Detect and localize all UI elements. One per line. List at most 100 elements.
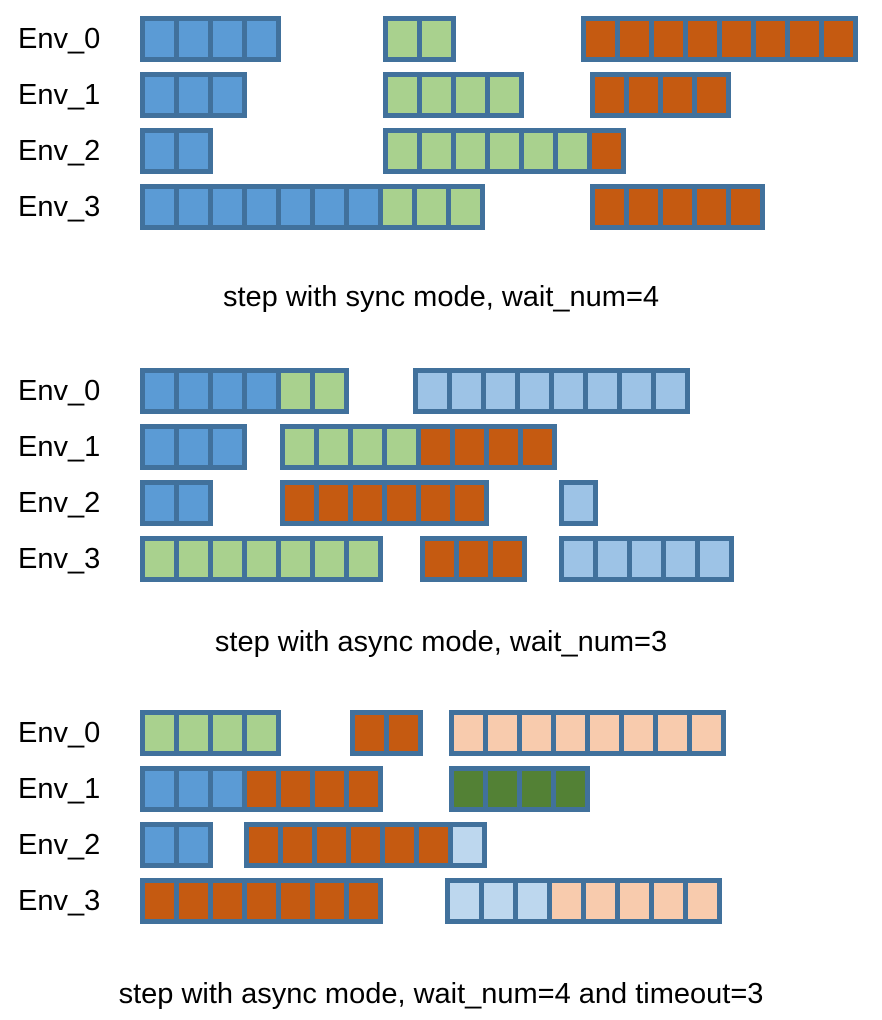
step-cell-dark_green	[454, 771, 483, 807]
step-cell-peach	[454, 715, 483, 751]
env-label: Env_2	[18, 829, 101, 861]
step-cell-light_blue	[588, 373, 617, 409]
step-cell-orange	[697, 77, 726, 113]
step-cell-orange	[249, 827, 278, 863]
step-cell-blue	[179, 771, 208, 807]
step-cell-blue	[179, 429, 208, 465]
step-cell-blue	[213, 373, 242, 409]
env-label: Env_1	[18, 79, 101, 111]
step-cell-orange	[387, 485, 416, 521]
step-cell-pale_blue	[484, 883, 513, 919]
step-cell-blue	[145, 827, 174, 863]
caption-async-wait-num-3: step with async mode, wait_num=3	[214, 626, 668, 658]
step-bar	[445, 878, 722, 924]
step-cell-orange	[663, 77, 692, 113]
step-cell-green	[524, 133, 553, 169]
step-cell-light_blue	[598, 541, 627, 577]
step-cell-peach	[556, 715, 585, 751]
step-cell-orange	[385, 827, 414, 863]
env-label: Env_2	[18, 487, 101, 519]
step-cell-orange	[629, 189, 658, 225]
step-cell-green	[285, 429, 314, 465]
step-cell-orange	[790, 21, 819, 57]
step-cell-blue	[145, 373, 174, 409]
step-cell-green	[213, 541, 242, 577]
step-cell-green	[281, 373, 310, 409]
step-cell-green	[247, 541, 276, 577]
step-bar	[140, 16, 281, 62]
step-cell-green	[417, 189, 446, 225]
step-cell-orange	[425, 541, 454, 577]
step-bar	[140, 184, 485, 230]
step-cell-green	[247, 715, 276, 751]
step-cell-peach	[586, 883, 615, 919]
step-bar	[140, 710, 281, 756]
step-bar	[140, 878, 383, 924]
step-cell-orange	[355, 715, 384, 751]
step-cell-green	[456, 133, 485, 169]
step-bar	[140, 822, 213, 868]
step-bar	[413, 368, 690, 414]
step-cell-light_blue	[520, 373, 549, 409]
step-cell-orange	[756, 21, 785, 57]
step-bar	[140, 128, 213, 174]
step-cell-green	[558, 133, 587, 169]
step-cell-green	[145, 715, 174, 751]
step-cell-peach	[692, 715, 721, 751]
step-cell-green	[383, 189, 412, 225]
step-bar	[559, 536, 734, 582]
step-cell-dark_green	[522, 771, 551, 807]
env-label: Env_0	[18, 717, 101, 749]
step-cell-green	[388, 21, 417, 57]
step-cell-orange	[455, 429, 484, 465]
step-cell-orange	[629, 77, 658, 113]
step-cell-orange	[654, 21, 683, 57]
step-cell-orange	[319, 485, 348, 521]
step-cell-blue	[213, 21, 242, 57]
step-cell-blue	[145, 133, 174, 169]
step-cell-peach	[488, 715, 517, 751]
step-cell-blue	[179, 77, 208, 113]
step-cell-blue	[145, 21, 174, 57]
step-cell-light_blue	[564, 485, 593, 521]
step-cell-green	[213, 715, 242, 751]
step-cell-light_blue	[564, 541, 593, 577]
step-cell-orange	[281, 771, 310, 807]
step-cell-blue	[145, 485, 174, 521]
step-cell-orange	[247, 883, 276, 919]
step-bar	[140, 766, 383, 812]
step-cell-pale_blue	[453, 827, 482, 863]
step-bar	[590, 184, 765, 230]
step-cell-green	[349, 541, 378, 577]
step-cell-green	[319, 429, 348, 465]
step-bar	[590, 72, 731, 118]
step-cell-green	[422, 77, 451, 113]
step-bar	[140, 72, 247, 118]
step-cell-orange	[421, 485, 450, 521]
step-cell-pale_blue	[518, 883, 547, 919]
step-bar	[280, 424, 557, 470]
step-cell-green	[281, 541, 310, 577]
step-cell-blue	[247, 189, 276, 225]
step-cell-orange	[523, 429, 552, 465]
step-cell-orange	[179, 883, 208, 919]
step-cell-orange	[722, 21, 751, 57]
step-cell-green	[353, 429, 382, 465]
step-cell-orange	[283, 827, 312, 863]
env-label: Env_3	[18, 191, 101, 223]
step-cell-orange	[697, 189, 726, 225]
step-cell-orange	[620, 21, 649, 57]
step-cell-light_blue	[632, 541, 661, 577]
step-cell-dark_green	[556, 771, 585, 807]
step-cell-orange	[595, 189, 624, 225]
step-cell-light_blue	[700, 541, 729, 577]
step-bar	[559, 480, 598, 526]
step-bar	[420, 536, 527, 582]
step-cell-peach	[590, 715, 619, 751]
step-cell-orange	[389, 715, 418, 751]
step-cell-peach	[654, 883, 683, 919]
step-cell-orange	[281, 883, 310, 919]
step-cell-peach	[522, 715, 551, 751]
step-cell-orange	[285, 485, 314, 521]
